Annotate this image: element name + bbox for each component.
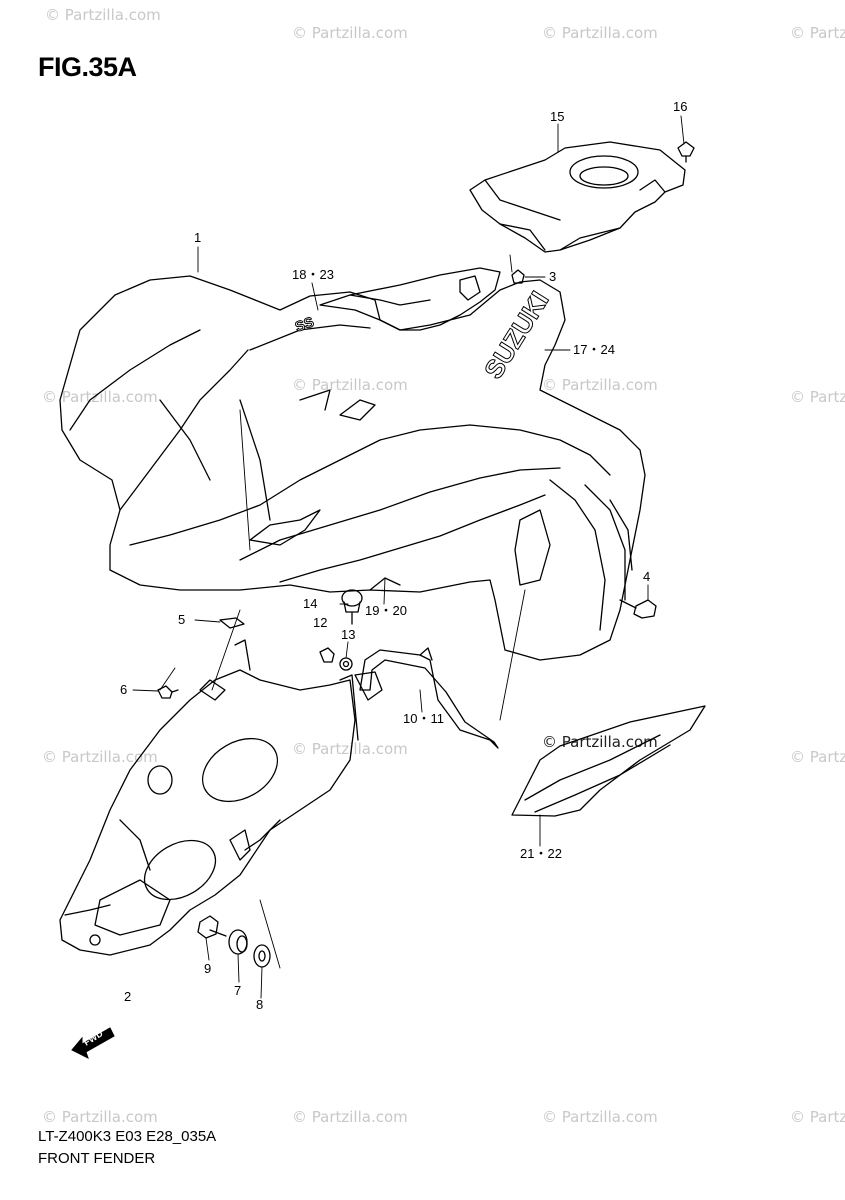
part-21-22-side-decal: [511, 705, 706, 817]
part-8-washer: [253, 944, 271, 968]
watermark: © Partzilla.com: [292, 376, 408, 394]
callout-2[interactable]: 2: [124, 989, 132, 1004]
model-code: LT-Z400K3 E03 E28_035A: [38, 1128, 217, 1145]
figure-title: FIG.35A: [38, 52, 137, 82]
part-4-bolt: [619, 599, 657, 619]
watermark: © Partzilla.com: [292, 740, 408, 758]
part-10-11-bracket: [354, 647, 499, 749]
watermark: © Partzilla.com: [292, 24, 408, 42]
watermark: © Partzilla.com: [790, 748, 845, 766]
part-16-clip: [677, 141, 695, 163]
bracket-bolt: [319, 647, 335, 663]
watermark: © Partzilla.com: [42, 388, 158, 406]
watermark: © Partzilla.com: [542, 24, 658, 42]
part-13-nut: [339, 657, 353, 671]
callout-5[interactable]: 5: [178, 612, 186, 627]
callout-6[interactable]: 6: [120, 682, 128, 697]
callout-1[interactable]: 1: [194, 230, 202, 245]
watermark: © Partzilla.com: [42, 748, 158, 766]
watermark: © Partzilla.com: [790, 388, 845, 406]
part-1-front-fender: [59, 275, 646, 661]
part-9-bolt: [197, 915, 227, 939]
callout-4[interactable]: 4: [643, 569, 651, 584]
callout-21-22[interactable]: 21・22: [520, 846, 562, 861]
part-18-23-inner-panel: [319, 267, 501, 331]
part-6-bolt: [157, 685, 179, 699]
callout-15[interactable]: 15: [550, 109, 565, 124]
watermark: © Partzilla.com: [542, 1108, 658, 1126]
part-15-cover: [469, 141, 686, 253]
watermark: © Partzilla.com: [292, 1108, 408, 1126]
part-2-inner-fender: [59, 639, 359, 956]
part-3-bolt: [511, 269, 525, 284]
callout-18-23[interactable]: 18・23: [292, 267, 334, 282]
callout-7[interactable]: 7: [234, 983, 242, 998]
callout-10-11[interactable]: 10・11: [403, 711, 444, 726]
part-group-name: FRONT FENDER: [38, 1150, 156, 1167]
callout-8[interactable]: 8: [256, 997, 264, 1012]
watermark: © Partzilla.com: [790, 1108, 845, 1126]
watermark: © Partzilla.com: [542, 733, 658, 751]
callout-9[interactable]: 9: [204, 961, 212, 976]
callout-17-24[interactable]: 17・24: [573, 342, 615, 357]
callout-12[interactable]: 12: [313, 615, 328, 630]
forward-arrow-icon: [71, 1027, 115, 1059]
callout-16[interactable]: 16: [673, 99, 688, 114]
leader-lines: [132, 115, 685, 999]
watermark: © Partzilla.com: [542, 376, 658, 394]
part-5-clip: [219, 617, 245, 629]
part-7-collar: [228, 929, 248, 955]
callout-13[interactable]: 13: [341, 627, 356, 642]
watermark: © Partzilla.com: [42, 1108, 158, 1126]
part-12-14-cushion: [341, 589, 363, 625]
callout-14[interactable]: 14: [303, 596, 318, 611]
watermark: © Partzilla.com: [790, 24, 845, 42]
watermark: © Partzilla.com: [45, 6, 161, 24]
callout-3[interactable]: 3: [549, 269, 557, 284]
callout-19-20[interactable]: 19・20: [365, 603, 407, 618]
